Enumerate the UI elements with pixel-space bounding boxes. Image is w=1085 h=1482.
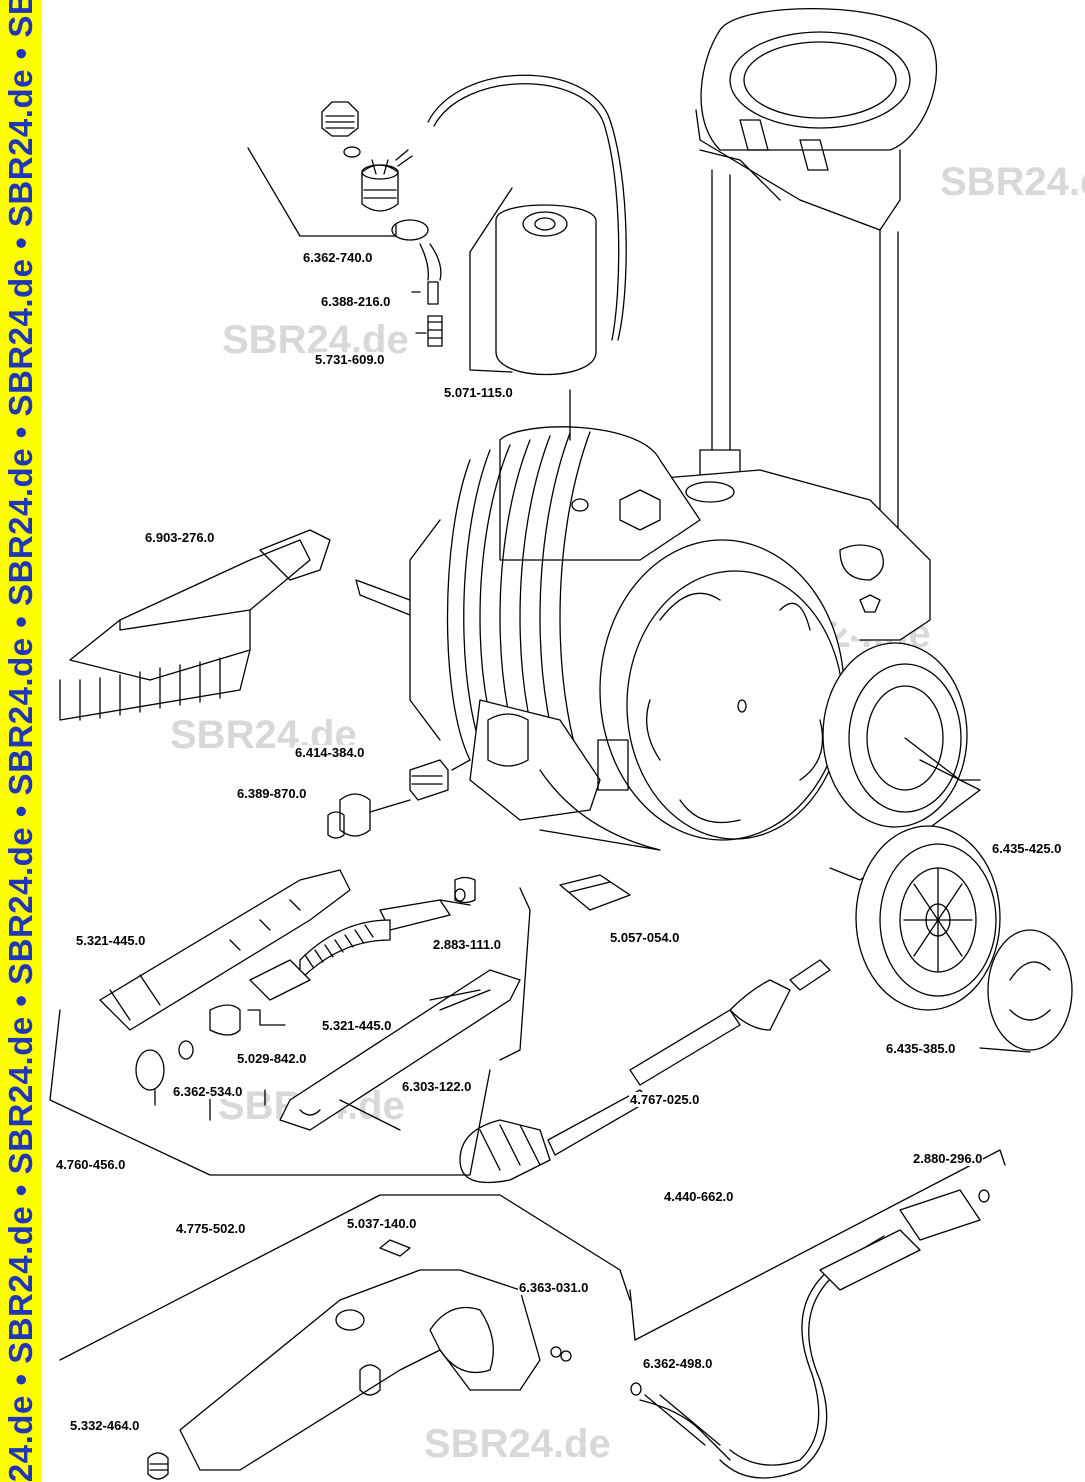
part-number-label: 6.903-276.0	[144, 530, 216, 545]
wash-brush	[59, 529, 331, 721]
spare-wheel	[855, 825, 1001, 1011]
part-number-label: 5.057-054.0	[609, 930, 681, 945]
part-number-label: 5.321-445.0	[75, 933, 147, 948]
trolley-handle	[695, 8, 938, 541]
part-number-label: 4.775-502.0	[175, 1221, 247, 1236]
rear-wheel	[822, 642, 981, 881]
rotary-nozzle-lance	[459, 959, 831, 1184]
part-number-label: 2.880-296.0	[912, 1151, 984, 1166]
water-connectors	[327, 759, 471, 839]
part-number-label: 6.435-385.0	[885, 1041, 957, 1056]
sidebar-watermark-stripe: SBR24.de • SBR24.de • SBR24.de • SBR24.d…	[0, 0, 42, 1482]
part-number-label: 6.388-216.0	[320, 294, 392, 309]
part-number-label: 6.362-534.0	[172, 1084, 244, 1099]
part-number-label: 5.071-115.0	[443, 385, 514, 400]
trigger-gun	[147, 1239, 572, 1480]
part-number-label: 6.362-740.0	[302, 250, 374, 265]
detergent-connector-assembly	[247, 101, 443, 347]
part-number-label: 2.883-111.0	[432, 937, 502, 952]
part-number-label: 5.332-464.0	[69, 1418, 141, 1433]
part-number-label: 4.440-662.0	[663, 1189, 735, 1204]
part-number-label: 5.731-609.0	[314, 352, 386, 367]
lance-handle-top	[99, 869, 351, 1031]
part-number-label: 5.037-140.0	[346, 1216, 418, 1231]
watermark: SBR24.de	[424, 1422, 611, 1466]
part-number-label: 6.363-031.0	[518, 1280, 590, 1295]
reel-clip	[559, 874, 631, 911]
part-number-label: 6.362-498.0	[642, 1356, 714, 1371]
part-number-label: 6.303-122.0	[401, 1079, 473, 1094]
hubcap	[979, 929, 1073, 1053]
lance-assembly	[135, 876, 476, 1091]
part-number-label: 6.435-425.0	[991, 841, 1063, 856]
high-pressure-hose	[630, 1189, 990, 1479]
machine-body	[355, 426, 931, 851]
part-number-label: 6.389-870.0	[236, 786, 308, 801]
watermark: SBR24.de	[940, 160, 1085, 204]
part-number-label: 4.767-025.0	[629, 1092, 701, 1107]
part-number-label: 6.414-384.0	[294, 745, 366, 760]
detergent-tank	[469, 187, 597, 376]
part-number-label: 4.760-456.0	[55, 1157, 127, 1172]
lance-handle-bottom	[279, 969, 521, 1131]
part-number-label: 5.029-842.0	[236, 1051, 308, 1066]
part-number-label: 5.321-445.0	[321, 1018, 393, 1033]
leader-lines	[49, 389, 1006, 1361]
detergent-hose	[427, 74, 627, 341]
